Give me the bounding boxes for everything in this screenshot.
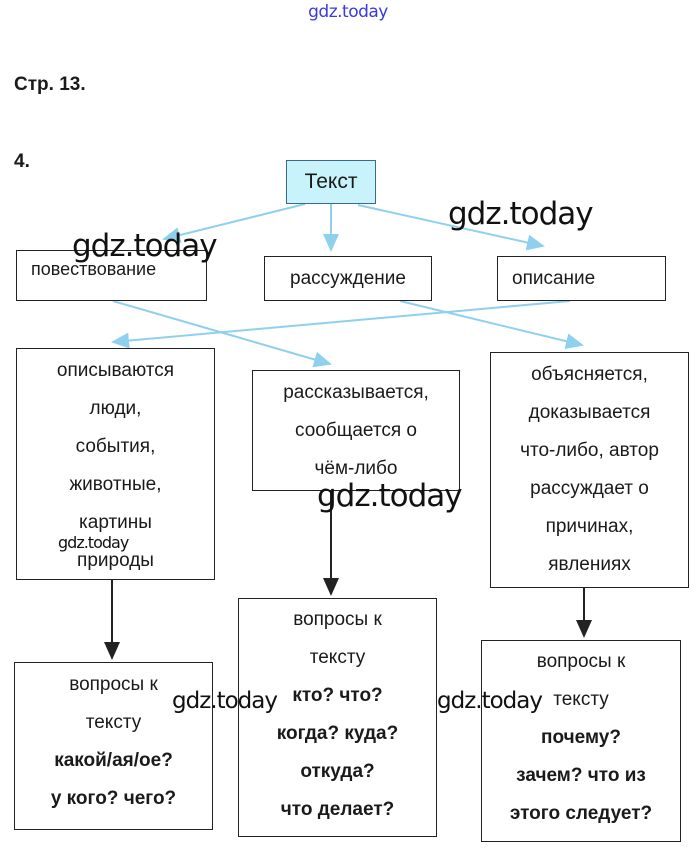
questions-right-box: вопросы к тексту почему? зачем? что из э…	[481, 640, 681, 842]
question-item: у кого? чего?	[50, 788, 177, 809]
type-reasoning: рассуждение	[264, 256, 432, 301]
page-label: Стр. 13.	[14, 74, 86, 95]
question-item: какой/ая/ое?	[54, 750, 173, 771]
question-item: откуда?	[300, 761, 375, 782]
desc-line: картины	[79, 512, 152, 533]
watermark: gdz.today	[437, 688, 543, 714]
question-item: когда? куда?	[276, 723, 399, 744]
questions-intro: тексту	[309, 647, 366, 668]
watermark: gdz.today	[72, 228, 218, 264]
desc-line: чём-либо	[314, 458, 398, 479]
watermark: gdz.today	[317, 478, 463, 514]
task-number: 4.	[14, 151, 30, 172]
desc-line: объясняется,	[531, 364, 648, 385]
desc-line: люди,	[89, 398, 142, 419]
questions-intro: тексту	[553, 689, 609, 710]
desc-line: рассказывается,	[283, 382, 429, 403]
watermark-top: gdz.today	[308, 2, 388, 22]
arrow-description-left	[111, 300, 571, 349]
question-item: почему?	[541, 727, 621, 748]
desc-line: явлениях	[548, 554, 631, 575]
questions-intro: вопросы к	[69, 674, 158, 695]
type-description: описание	[497, 256, 666, 301]
watermark: gdz.today	[58, 533, 129, 552]
desc-line: описываются	[56, 360, 175, 381]
arrow-narration-center	[112, 300, 332, 368]
desc-center-box: рассказывается, сообщается о чём-либо	[252, 370, 460, 491]
arrow-reasoning-right	[399, 300, 584, 350]
question-item: этого следует?	[509, 803, 653, 824]
questions-intro: вопросы к	[536, 651, 626, 672]
desc-line: сообщается о	[295, 420, 417, 441]
question-item: зачем? что из	[516, 765, 646, 786]
desc-line: рассуждает о	[530, 478, 649, 499]
desc-line: природы	[77, 550, 154, 571]
desc-line: события,	[75, 436, 156, 457]
questions-intro: тексту	[85, 712, 142, 733]
desc-line: доказывается	[528, 402, 651, 423]
watermark: gdz.today	[448, 196, 594, 232]
questions-intro: вопросы к	[293, 609, 382, 630]
desc-right-box: объясняется, доказывается что-либо, авто…	[490, 352, 689, 588]
desc-line: причинах,	[545, 516, 634, 537]
questions-left-box: вопросы к тексту какой/ая/ое? у кого? че…	[14, 662, 213, 830]
root-box: Текст	[286, 160, 376, 204]
desc-left-box: описываются люди, события, животные, кар…	[16, 348, 215, 580]
type-narration: повествование	[16, 250, 207, 301]
watermark: gdz.today	[172, 688, 278, 714]
arrow-root-description	[357, 204, 545, 251]
questions-center-box: вопросы к тексту кто? что? когда? куда? …	[238, 598, 437, 837]
desc-line: что-либо, автор	[520, 440, 659, 461]
question-item: кто? что?	[292, 685, 383, 706]
question-item: что делает?	[280, 799, 395, 820]
arrow-root-narration	[162, 203, 306, 243]
desc-line: животные,	[69, 474, 162, 495]
